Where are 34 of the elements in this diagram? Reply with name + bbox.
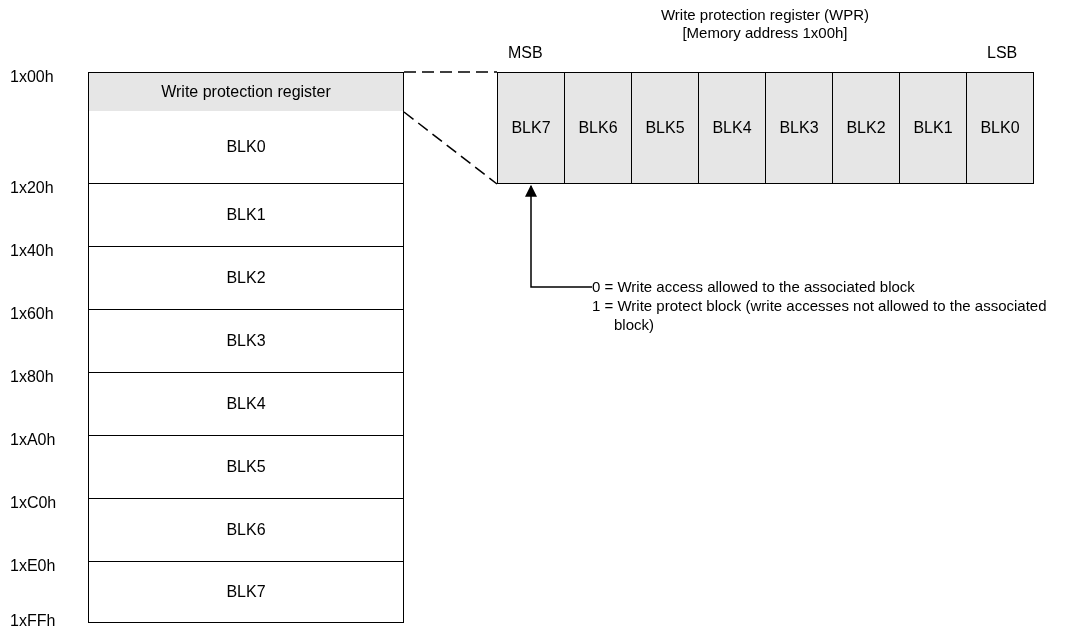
address-label: 1x40h — [10, 242, 54, 260]
memory-block: BLK0 — [88, 111, 404, 184]
memory-block: BLK5 — [88, 435, 404, 499]
register-bit: BLK2 — [832, 72, 900, 184]
bit-order-label: MSB — [508, 44, 543, 62]
arrow — [525, 184, 593, 288]
address-label: 1xE0h — [10, 557, 56, 575]
register-bit: BLK7 — [497, 72, 565, 184]
note-text: 0 = Write access allowed to the associated block — [592, 277, 916, 296]
register-bit: BLK6 — [564, 72, 632, 184]
memory-block: BLK4 — [88, 372, 404, 436]
memory-block: BLK6 — [88, 498, 404, 562]
address-label: 1x60h — [10, 305, 54, 323]
register-bit: BLK5 — [631, 72, 699, 184]
register-title: Write protection register (WPR) [Memory address 1x00h] — [659, 6, 871, 42]
dashed-line — [403, 71, 498, 73]
address-label: 1xC0h — [10, 494, 57, 512]
memory-block: BLK1 — [88, 183, 404, 247]
register-bit: BLK1 — [899, 72, 967, 184]
register-bit: BLK4 — [698, 72, 766, 184]
bit-order-label: LSB — [987, 44, 1018, 62]
memory-block: BLK7 — [88, 561, 404, 623]
register-bit: BLK3 — [765, 72, 833, 184]
dashed-line — [403, 111, 498, 185]
note-text: 1 = Write protect block (write accesses not allowed to the associated block) — [592, 296, 1048, 334]
address-label: 1x80h — [10, 368, 54, 386]
register-row: Write protection register — [88, 72, 404, 112]
register-bit: BLK0 — [966, 72, 1034, 184]
address-label: 1xFFh — [10, 612, 56, 630]
memory-block: BLK2 — [88, 246, 404, 310]
address-label: 1x20h — [10, 179, 54, 197]
address-label: 1x00h — [10, 68, 54, 86]
memory-block: BLK3 — [88, 309, 404, 373]
address-label: 1xA0h — [10, 431, 56, 449]
